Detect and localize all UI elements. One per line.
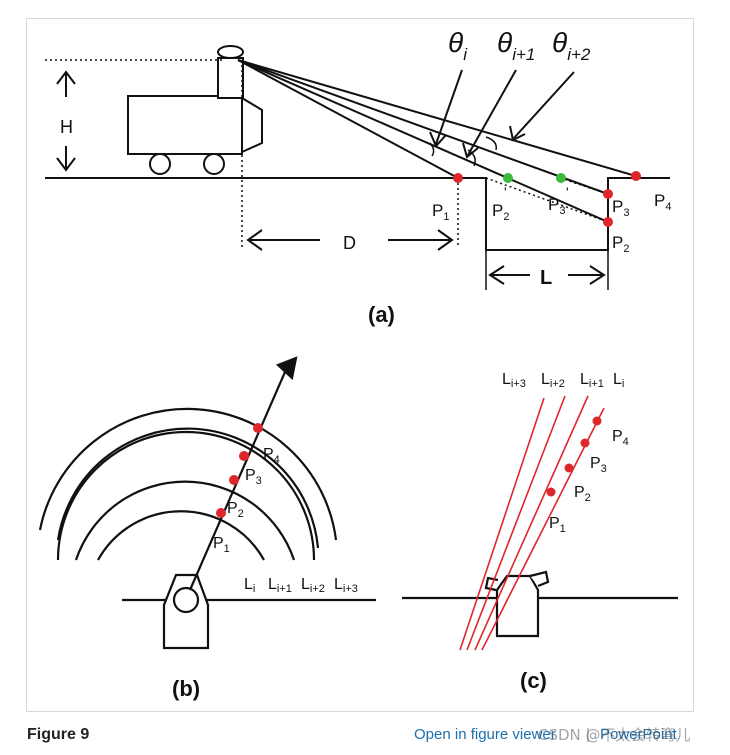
svg-text:': ' [504, 184, 507, 200]
panel-c-points [546, 416, 602, 497]
svg-text:': ' [566, 184, 569, 200]
point-p2-b [229, 475, 239, 485]
powerpoint-link[interactable]: PowerPoint [600, 726, 677, 743]
point-p2-c [564, 463, 574, 473]
point-p4 [631, 171, 641, 181]
svg-text:D: D [343, 233, 356, 253]
panel-a-labels: θi θi+1 θi+2 H D L P1 P2 ' P3 ' P3 P4 P2… [60, 27, 671, 327]
panel-a-points [453, 171, 641, 227]
panel-c-lines [459, 395, 605, 651]
svg-text:L: L [540, 267, 552, 289]
svg-text:P3: P3 [245, 467, 262, 487]
svg-text:P1: P1 [213, 535, 230, 555]
svg-text:P2: P2 [227, 500, 244, 520]
panel-b-labels: P1 P2 P3 P4 Li Li+1 Li+2 Li+3 (b) [172, 446, 358, 701]
svg-text:θi+1: θi+1 [497, 27, 535, 64]
ground-with-pit [45, 177, 670, 251]
point-p2-prime [503, 173, 513, 183]
panel-c-label: (c) [520, 668, 547, 693]
svg-text:Li+2: Li+2 [541, 371, 565, 390]
csdn-watermark: CSDN @不太会转弯儿 [538, 726, 691, 744]
panel-b-points [216, 423, 263, 518]
point-p3-prime [556, 173, 566, 183]
svg-text:P3: P3 [612, 197, 629, 219]
svg-text:Li: Li [613, 371, 624, 390]
svg-text:P3: P3 [548, 195, 565, 217]
panel-c-labels: P1 P2 P3 P4 Li+3 Li+2 Li+1 Li (c) [502, 371, 629, 693]
svg-text:Li+3: Li+3 [334, 576, 358, 595]
svg-text:P2: P2 [612, 233, 629, 255]
open-in-figure-viewer-link[interactable]: Open in figure viewer [414, 726, 556, 743]
svg-text:P1: P1 [432, 201, 449, 223]
point-p4-b [253, 423, 263, 433]
panel-b-label: (b) [172, 676, 200, 701]
vehicle [127, 45, 263, 175]
svg-text:Li+3: Li+3 [502, 371, 526, 390]
svg-text:Li+1: Li+1 [580, 371, 604, 390]
svg-text:P4: P4 [263, 446, 280, 466]
svg-text:P4: P4 [654, 191, 671, 213]
svg-text:P1: P1 [549, 515, 566, 535]
point-p3-c [580, 438, 590, 448]
svg-text:θi+2: θi+2 [552, 27, 591, 64]
point-p3-b [239, 451, 249, 461]
point-p4-c [592, 416, 602, 426]
panel-c [402, 395, 678, 651]
point-p3 [603, 189, 613, 199]
panel-a [45, 45, 670, 290]
panel-c-scanner [484, 570, 550, 638]
point-p2 [603, 217, 613, 227]
svg-text:P2: P2 [574, 484, 591, 504]
point-p1-b [216, 508, 226, 518]
point-p1-c [546, 487, 556, 497]
svg-text:θi: θi [448, 27, 468, 64]
svg-text:P4: P4 [612, 428, 629, 448]
svg-text:Li+1: Li+1 [268, 576, 292, 595]
figure-caption: Figure 9 [27, 726, 90, 743]
panel-a-label: (a) [368, 302, 395, 327]
svg-text:Li: Li [244, 576, 255, 595]
point-p1 [453, 173, 463, 183]
svg-text:P3: P3 [590, 455, 607, 475]
footer-separator: | [586, 726, 590, 743]
svg-text:H: H [60, 117, 73, 137]
svg-text:P2: P2 [492, 201, 509, 223]
panel-b-arcs [38, 407, 338, 561]
svg-text:Li+2: Li+2 [301, 576, 325, 595]
panel-b [56, 430, 376, 602]
